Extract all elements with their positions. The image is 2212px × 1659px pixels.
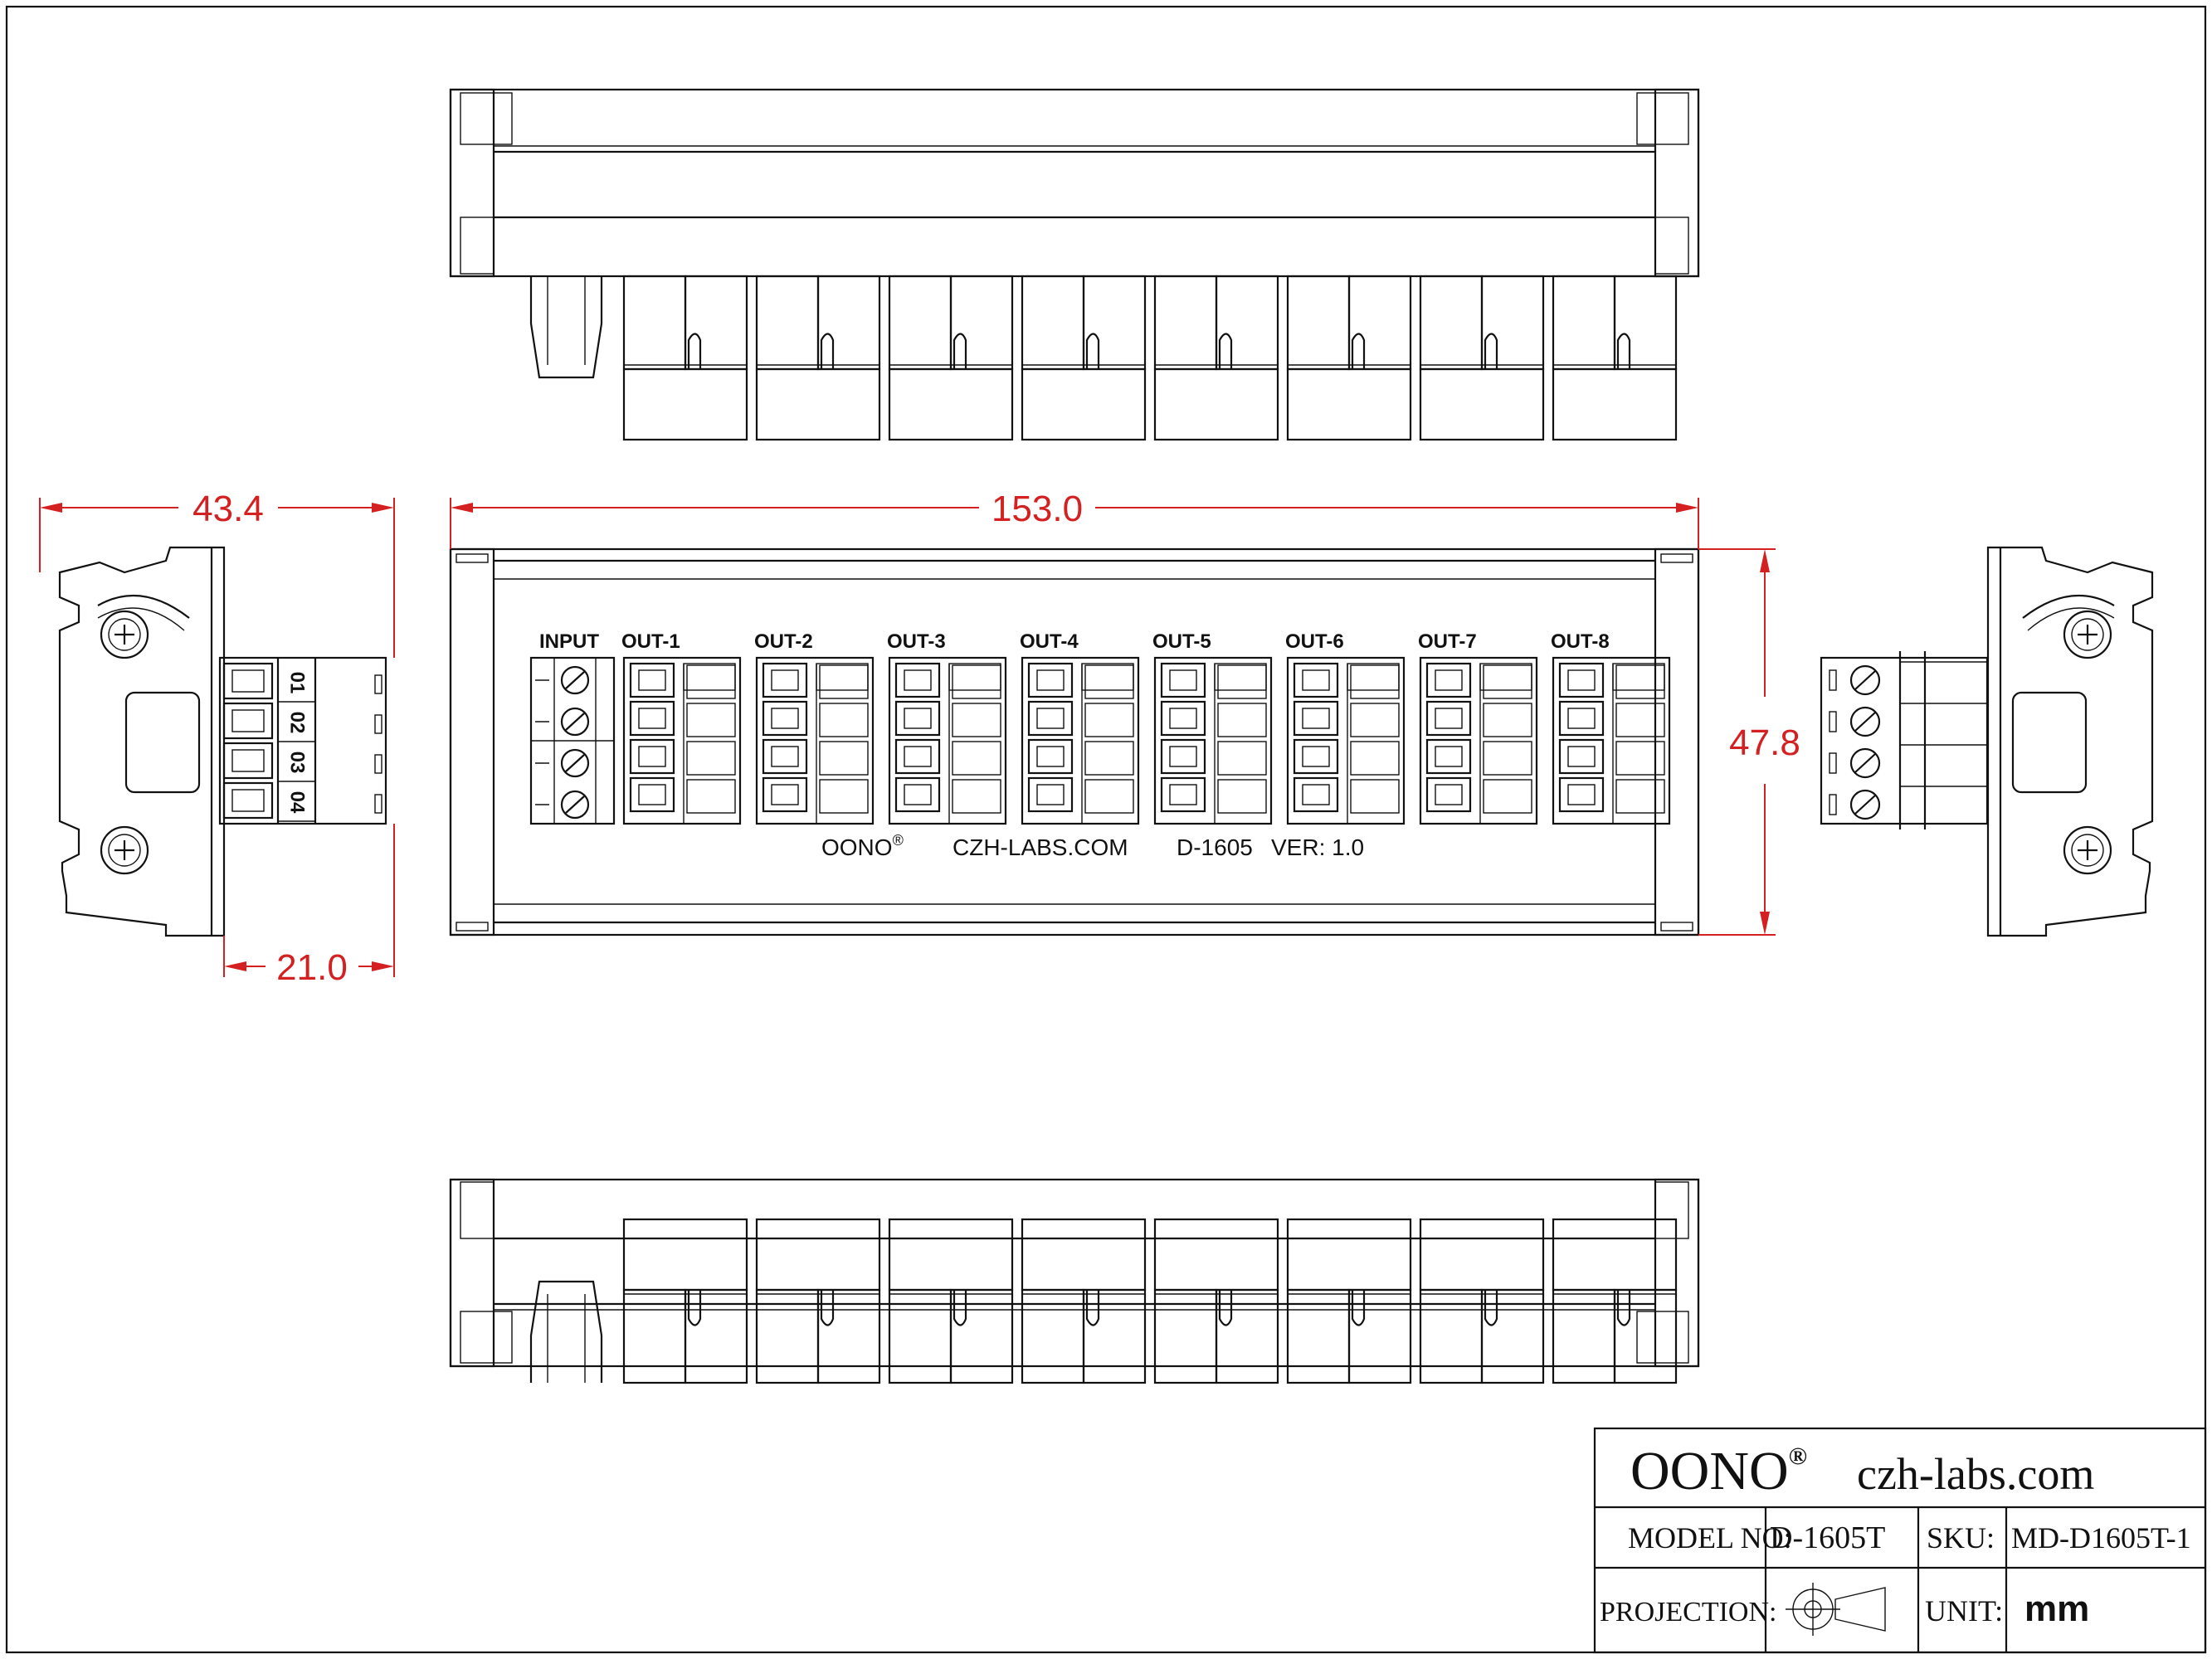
- right-side-view: [1820, 546, 2154, 937]
- input-block-profile: [529, 1280, 603, 1383]
- bottom-view-rail: [449, 1178, 1700, 1368]
- output-label: OUT-7: [1418, 630, 1477, 653]
- front-website: CZH-LABS.COM: [953, 834, 1128, 860]
- output-connectors: [622, 656, 1671, 825]
- connector-profile: [888, 275, 1014, 441]
- top-view-connectors: [529, 275, 1678, 441]
- dimensions: 153.0 47.8 43.4 21.0: [39, 489, 1800, 988]
- bottom-view: [449, 1178, 1700, 1384]
- screw-terminal-icon: [560, 748, 590, 778]
- mounting-screw-icon: [100, 610, 149, 659]
- screw-terminal-icon: [1849, 747, 1881, 779]
- front-view: INPUT OUT-1 OUT-2 OUT-3 OUT-4 OUT-5 OUT-6 OUT-…: [449, 547, 1700, 937]
- connector-profile: [1419, 275, 1545, 441]
- right-side-housing: [1986, 546, 2154, 937]
- mounting-screw-icon: [2063, 825, 2112, 875]
- left-side-housing: [58, 546, 226, 937]
- connector-profile: [622, 275, 748, 441]
- input-label: INPUT: [539, 630, 599, 653]
- model-no-value: D-1605T: [1770, 1520, 1885, 1555]
- dimension-overall-height: 47.8: [1729, 722, 1800, 763]
- screw-terminal-icon: [560, 665, 590, 695]
- screw-terminal-icon: [560, 707, 590, 737]
- mounting-screw-icon: [100, 825, 149, 875]
- output-label: OUT-4: [1020, 630, 1079, 653]
- top-view-rail: [449, 88, 1700, 278]
- output-label: OUT-1: [621, 630, 680, 653]
- connector-profile: [1552, 1218, 1678, 1384]
- front-brand: OONO®: [821, 832, 904, 860]
- right-side-window: [2011, 691, 2088, 794]
- output-connector: [755, 656, 875, 825]
- connector-profile: [888, 1218, 1014, 1384]
- title-block-website: czh-labs.com: [1857, 1449, 2094, 1499]
- screw-terminal-icon: [560, 790, 590, 820]
- connector-profile: [1552, 275, 1678, 441]
- connector-profile: [1153, 275, 1279, 441]
- screw-terminal-icon: [1849, 789, 1881, 820]
- output-connector: [1153, 656, 1273, 825]
- output-label: OUT-5: [1152, 630, 1211, 653]
- output-connector: [622, 656, 742, 825]
- first-angle-projection-symbol: [1786, 1583, 1886, 1636]
- title-block: OONO® czh-labs.com MODEL NO: D-1605T SKU…: [1593, 1427, 2207, 1654]
- connector-profile: [1286, 275, 1412, 441]
- output-connector: [1552, 656, 1671, 825]
- sku-label: SKU:: [1927, 1521, 1995, 1554]
- output-label: OUT-6: [1285, 630, 1344, 653]
- connector-profile: [1153, 1218, 1279, 1384]
- connector-profile: [1021, 1218, 1147, 1384]
- sku-value: MD-D1605T-1: [2011, 1521, 2191, 1554]
- connector-profile: [755, 1218, 881, 1384]
- model-no-label: MODEL NO:: [1628, 1521, 1792, 1554]
- screw-terminal-icon: [1849, 706, 1881, 737]
- connector-profile: [1419, 1218, 1545, 1384]
- mounting-screw-icon: [2063, 610, 2112, 659]
- top-view-end-clip-left: [449, 88, 495, 278]
- dimension-overall-length: 153.0: [992, 489, 1083, 529]
- screw-terminal-icon: [1849, 664, 1881, 696]
- left-side-view: 01 02 03 04: [58, 546, 387, 937]
- dimension-side-width: 43.4: [192, 489, 264, 529]
- input-block-profile: [529, 276, 603, 379]
- projection-label: PROJECTION:: [1600, 1597, 1776, 1627]
- connector-profile: [1021, 275, 1147, 441]
- pin-label: 01: [286, 672, 309, 694]
- connector-profile: [755, 275, 881, 441]
- dimension-side-depth: 21.0: [276, 947, 348, 988]
- left-side-terminal-block: [218, 656, 387, 825]
- pin-label: 03: [286, 752, 309, 774]
- pin-label: 04: [286, 791, 309, 814]
- bottom-view-end-clip-left: [449, 1178, 495, 1368]
- front-view-end-clip-left: [449, 547, 495, 937]
- output-label: OUT-3: [887, 630, 946, 653]
- unit-label: UNIT:: [1925, 1594, 2003, 1627]
- top-view: [449, 88, 1700, 441]
- left-side-window: [124, 691, 201, 794]
- output-label: OUT-2: [754, 630, 813, 653]
- sheet-border: [5, 5, 2207, 1654]
- unit-value: mm: [2024, 1588, 2089, 1629]
- output-connector: [1021, 656, 1140, 825]
- connector-profile: [1286, 1218, 1412, 1384]
- output-label: OUT-8: [1551, 630, 1610, 653]
- output-connector: [1286, 656, 1406, 825]
- right-side-terminal-block: [1820, 656, 1989, 825]
- title-block-brand: OONO®: [1630, 1441, 1807, 1501]
- pin-label: 02: [286, 712, 309, 734]
- front-version: VER: 1.0: [1271, 834, 1364, 860]
- top-view-end-clip-right: [1654, 88, 1700, 278]
- connector-profile: [622, 1218, 748, 1384]
- output-connector: [888, 656, 1007, 825]
- front-model: D-1605: [1177, 834, 1253, 860]
- bottom-view-connectors: [529, 1218, 1678, 1384]
- output-connector: [1419, 656, 1538, 825]
